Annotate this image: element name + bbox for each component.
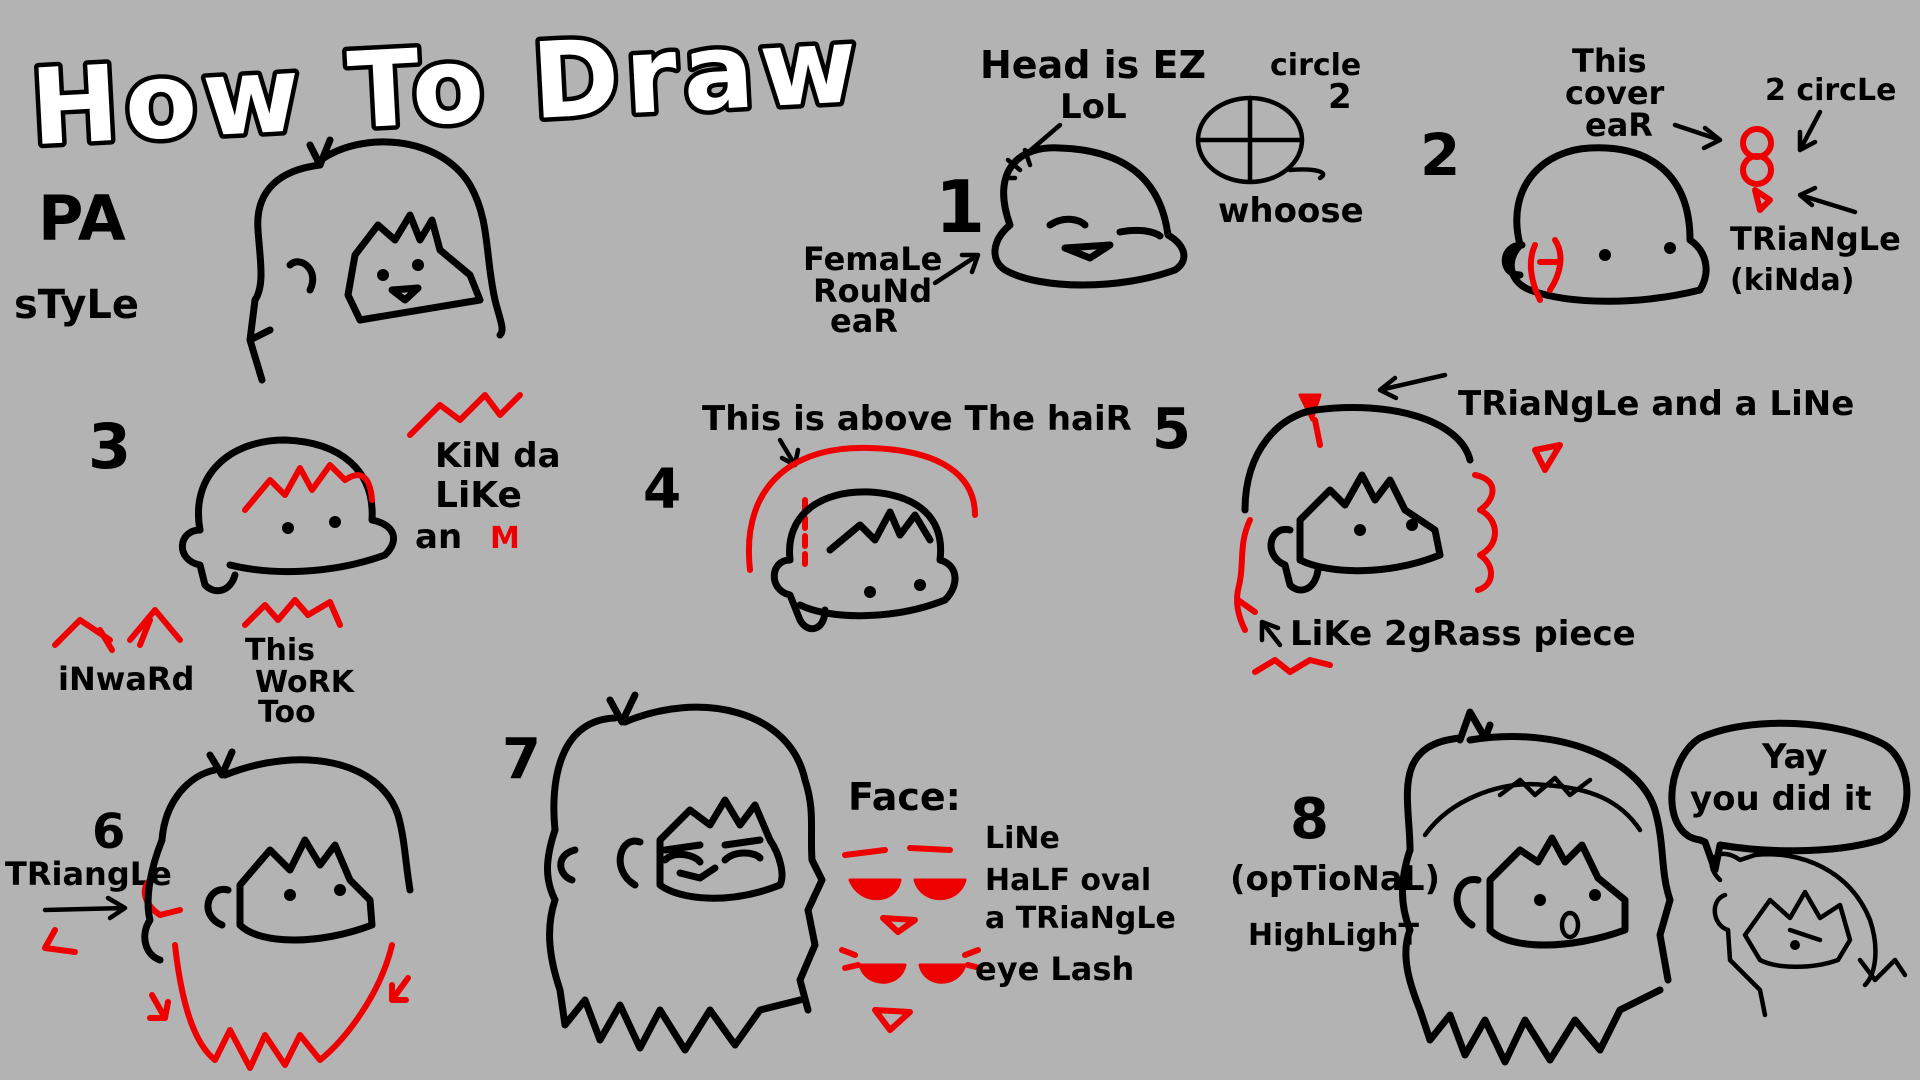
- step-1-head-note: Head is EZ: [980, 43, 1206, 87]
- step-6-character-drawing: [141, 748, 414, 1071]
- step-5-note: TRiaNgLe and a LiNe: [1458, 384, 1854, 424]
- step-2-cover-3: eaR: [1585, 106, 1653, 144]
- style-label-pa: PA: [38, 182, 126, 255]
- step-7-triangle: a TRiaNgLe: [985, 901, 1176, 936]
- step-2-cover-1: This: [1572, 42, 1647, 80]
- step-1-ear-note-2: RouNd: [813, 272, 932, 310]
- step-3-work-1: This: [245, 633, 315, 668]
- step-8-character-drawing: [1399, 708, 1674, 1066]
- step-1-head-note-2: LoL: [1060, 87, 1127, 127]
- step-3-inward: iNwaRd: [58, 660, 194, 698]
- step-5-head-drawing: [1234, 393, 1498, 633]
- step-4-note: This is above The haiR: [702, 399, 1132, 439]
- step-7-eye-lash: eye Lash: [975, 950, 1134, 988]
- step-3-work-3: Too: [258, 695, 316, 730]
- step-2-tri-1: TRiaNgLe: [1730, 220, 1901, 258]
- page-title: How To Draw: [28, 4, 866, 169]
- bubble-yay: Yay: [1761, 737, 1828, 777]
- step-1-ear-note-3: eaR: [830, 302, 898, 340]
- step-2-head-drawing: [1501, 144, 1710, 305]
- step-6-number: 6: [92, 804, 125, 860]
- step-3-m-3: an: [415, 517, 462, 557]
- step-3-work-2: WoRK: [255, 665, 356, 700]
- step-4-number: 4: [643, 457, 681, 521]
- step-1-head-drawing: [991, 144, 1188, 289]
- step-2-two-circle: 2 circLe: [1765, 73, 1896, 108]
- step-5-grass: LiKe 2gRass piece: [1290, 614, 1636, 654]
- mini-character-drawing: [1709, 851, 1908, 1018]
- step-3-head-drawing: [178, 436, 397, 595]
- step-7-line: LiNe: [985, 821, 1060, 856]
- step-2-tri-2: (kiNda): [1730, 263, 1854, 298]
- step-3-m-1: KiN da: [435, 436, 561, 476]
- speech-bubble: Yay you did it: [1668, 719, 1911, 874]
- step-3-number: 3: [88, 410, 131, 483]
- step-1-whoose: whoose: [1218, 191, 1364, 231]
- step-3-m-2: LiKe: [435, 475, 522, 516]
- step-1-number: 1: [935, 165, 985, 249]
- step-5-number: 5: [1152, 397, 1191, 462]
- step-3-m-4: M: [490, 521, 520, 556]
- step-7-half-oval: HaLF oval: [985, 863, 1151, 898]
- step-8-number: 8: [1290, 787, 1329, 852]
- step-7-character-drawing: [544, 691, 826, 1054]
- bubble-you-did-it: you did it: [1690, 779, 1872, 819]
- step-7-face-guide: [839, 845, 983, 1033]
- step-1-ear-note-1: FemaLe: [803, 240, 942, 278]
- step-8-highlight: HighLighT: [1248, 918, 1419, 953]
- step-1-circle-note: circle: [1270, 48, 1361, 83]
- step-2-cover-2: cover: [1565, 74, 1665, 112]
- step-1-circle-note-2: 2: [1328, 77, 1352, 117]
- step-7-number: 7: [502, 727, 541, 792]
- step-7-face: Face:: [848, 775, 961, 819]
- style-label-style: sTyLe: [14, 282, 139, 328]
- step-4-head-drawing: [745, 444, 978, 633]
- intro-character-drawing: [246, 136, 506, 384]
- step-2-number: 2: [1420, 121, 1460, 189]
